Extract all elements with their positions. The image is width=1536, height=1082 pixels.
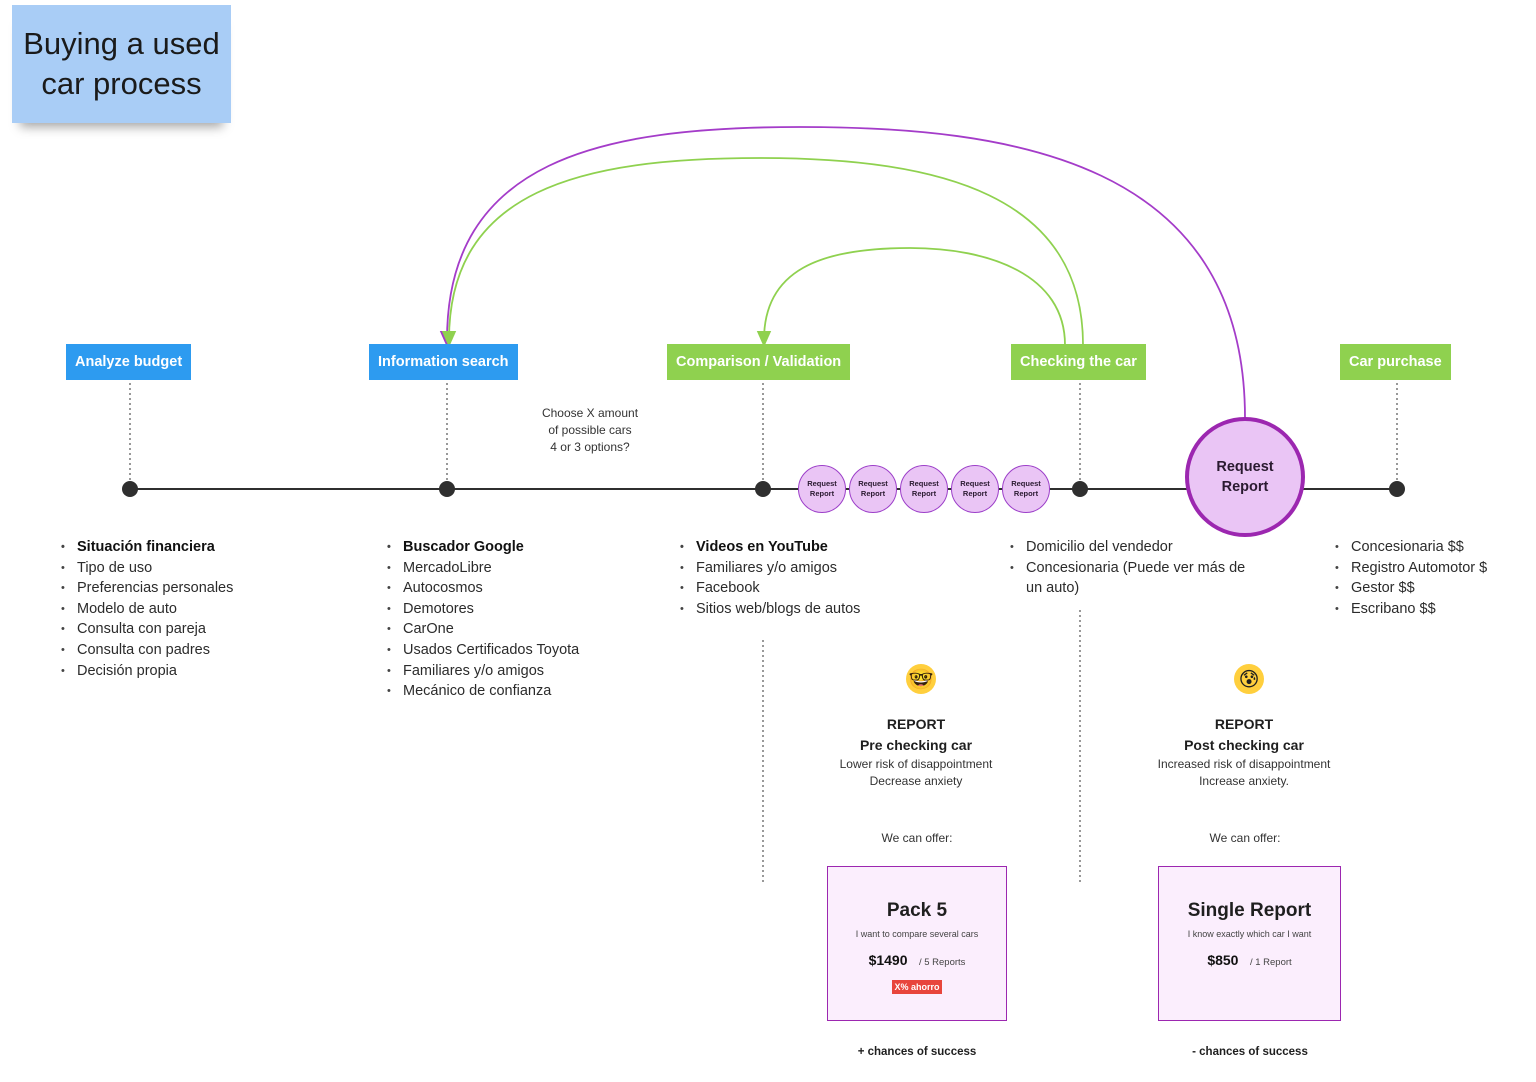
list-item: MercadoLibre — [387, 558, 627, 579]
report-subheading: Post checking car — [1184, 737, 1304, 753]
note-line: 4 or 3 options? — [550, 440, 630, 454]
report-desc: Increased risk of disappointment — [1157, 757, 1331, 771]
nerd-face-icon: 🤓 — [906, 664, 936, 694]
card-subtitle: I know exactly which car I want — [1187, 929, 1312, 939]
stage-information-search: Information search — [369, 344, 518, 380]
card-unit: / 1 Report — [1249, 957, 1292, 968]
arc-purple-report-to-search — [439, 126, 1246, 419]
card-price: $1490 — [868, 952, 908, 968]
savings-badge: X% ahorro — [892, 980, 942, 994]
list-item: Buscador Google — [387, 537, 627, 558]
report-desc: Increase anxiety. — [1199, 774, 1289, 788]
list-item: Domicilio del vendedor — [1010, 537, 1250, 558]
list-comparison-validation: Videos en YouTube Familiares y/o amigos … — [680, 537, 920, 619]
list-item: Situación financiera — [61, 537, 301, 558]
list-item: CarOne — [387, 619, 627, 640]
choose-cars-note: Choose X amount of possible cars 4 or 3 … — [530, 405, 650, 456]
offer-label-pre: We can offer: — [881, 831, 953, 845]
note-line: Choose X amount — [541, 406, 639, 420]
card-price-row: $1490 / 5 Reports — [828, 952, 1006, 970]
list-information-search: Buscador Google MercadoLibre Autocosmos … — [387, 537, 627, 702]
list-item: Modelo de auto — [61, 599, 301, 620]
list-item: Escribano $$ — [1335, 599, 1525, 620]
arc-green-checking-to-comparison — [756, 247, 1066, 348]
chance-post: - chances of success — [1192, 1046, 1308, 1058]
list-item: Concesionaria $$ — [1335, 537, 1525, 558]
card-subtitle: I want to compare several cars — [855, 929, 979, 939]
offer-label-post: We can offer: — [1209, 831, 1281, 845]
stage-connectors — [129, 383, 1398, 885]
report-pre-checking: REPORT Pre checking car Lower risk of di… — [796, 714, 1036, 790]
list-item: Demotores — [387, 599, 627, 620]
note-line: of possible cars — [548, 423, 632, 437]
list-item: Autocosmos — [387, 578, 627, 599]
list-item: Sitios web/blogs de autos — [680, 599, 920, 620]
list-car-purchase: Concesionaria $$ Registro Automotor $ Ge… — [1335, 537, 1525, 619]
list-item: Decisión propia — [61, 661, 301, 682]
report-subheading: Pre checking car — [859, 737, 973, 753]
report-desc: Decrease anxiety — [869, 774, 963, 788]
card-title: Single Report — [1187, 900, 1312, 921]
stage-car-purchase: Car purchase — [1340, 344, 1451, 380]
card-unit: / 5 Reports — [918, 957, 966, 968]
pack-5-card[interactable]: Pack 5 I want to compare several cars $1… — [827, 866, 1007, 1021]
list-item: Usados Certificados Toyota — [387, 640, 627, 661]
list-item: Tipo de uso — [61, 558, 301, 579]
timeline-nodes — [122, 481, 1405, 497]
request-report-big[interactable]: Request Report — [1185, 417, 1305, 537]
list-item: Familiares y/o amigos — [680, 558, 920, 579]
list-analyze-budget: Situación financiera Tipo de uso Prefere… — [61, 537, 301, 681]
list-item: Facebook — [680, 578, 920, 599]
arc-green-checking-to-search — [441, 157, 1084, 348]
report-desc: Lower risk of disappointment — [839, 757, 993, 771]
list-item: Videos en YouTube — [680, 537, 920, 558]
title-sticky-note: Buying a used car process — [12, 5, 231, 123]
report-heading: REPORT — [886, 716, 946, 732]
report-heading: REPORT — [1214, 716, 1274, 732]
list-item: Mecánico de confianza — [387, 681, 627, 702]
stage-analyze-budget: Analyze budget — [66, 344, 192, 380]
anxious-face-icon: 😰 — [1234, 664, 1264, 694]
single-report-card[interactable]: Single Report I know exactly which car I… — [1158, 866, 1341, 1021]
stage-checking-the-car: Checking the car — [1011, 344, 1146, 380]
list-item: Concesionaria (Puede ver más de un auto) — [1010, 558, 1250, 599]
report-post-checking: REPORT Post checking car Increased risk … — [1124, 714, 1364, 790]
list-item: Familiares y/o amigos — [387, 661, 627, 682]
chance-pre: + chances of success — [857, 1046, 977, 1058]
list-item: Consulta con padres — [61, 640, 301, 661]
card-price: $850 — [1207, 952, 1239, 968]
list-item: Registro Automotor $ — [1335, 558, 1525, 579]
stage-comparison-validation: Comparison / Validation — [667, 344, 851, 380]
list-item: Preferencias personales — [61, 578, 301, 599]
card-title: Pack 5 — [886, 900, 948, 921]
list-checking-the-car: Domicilio del vendedor Concesionaria (Pu… — [1010, 537, 1250, 599]
list-item: Consulta con pareja — [61, 619, 301, 640]
card-price-row: $850 / 1 Report — [1159, 952, 1340, 970]
list-item: Gestor $$ — [1335, 578, 1525, 599]
